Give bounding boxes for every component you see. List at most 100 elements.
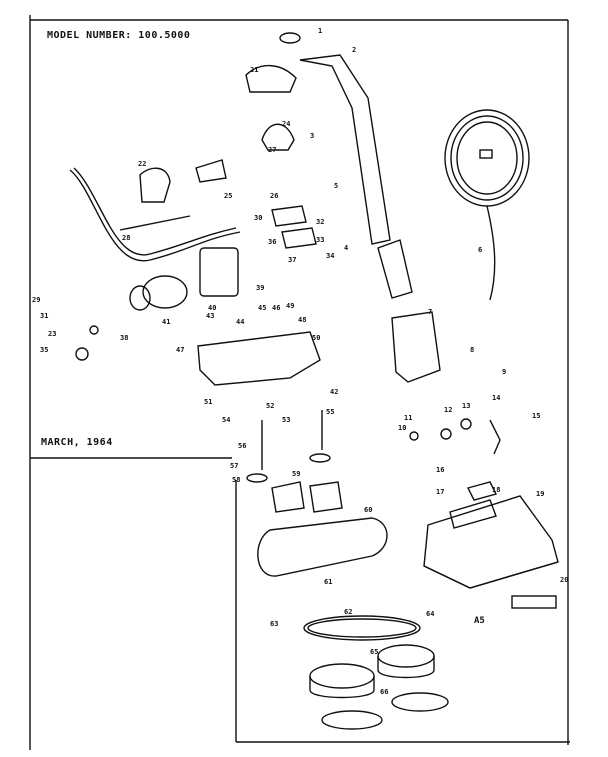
callout-13: 13 xyxy=(462,402,470,410)
callout-5: 5 xyxy=(334,182,338,190)
motor-hood xyxy=(423,495,559,589)
callout-2: 2 xyxy=(352,46,356,54)
callout-12: 12 xyxy=(444,406,452,414)
callout-59: 59 xyxy=(292,470,300,478)
fastener-10 xyxy=(409,431,419,441)
callout-24: 24 xyxy=(282,120,290,128)
gear-housing xyxy=(197,331,321,386)
callout-30: 30 xyxy=(254,214,262,222)
callout-10: 10 xyxy=(398,424,406,432)
shaft-washer-right xyxy=(309,453,331,463)
nameplate xyxy=(511,595,557,609)
washer-plate-upper xyxy=(271,205,307,227)
callout-31: 31 xyxy=(40,312,48,320)
spring-clip xyxy=(489,419,501,455)
callout-6: 6 xyxy=(478,246,482,254)
callout-36: 36 xyxy=(268,238,276,246)
power-cord-coil xyxy=(444,109,530,301)
callout-33: 33 xyxy=(316,236,324,244)
callout-43: 43 xyxy=(206,312,214,320)
lower-tube xyxy=(377,239,413,299)
callout-7: 7 xyxy=(428,308,432,316)
callout-8: 8 xyxy=(470,346,474,354)
callout-66: 66 xyxy=(380,688,388,696)
spring-23 xyxy=(75,347,89,361)
callout-48: 48 xyxy=(298,316,306,324)
callout-52: 52 xyxy=(266,402,274,410)
callout-21: 21 xyxy=(250,66,258,74)
callout-55: 55 xyxy=(326,408,334,416)
callout-39: 39 xyxy=(256,284,264,292)
callout-4: 4 xyxy=(344,244,348,252)
callout-57: 57 xyxy=(230,462,238,470)
callout-58: 58 xyxy=(232,476,240,484)
handle-tube xyxy=(279,32,391,245)
polishing-pad-left xyxy=(321,710,383,730)
callout-23: 23 xyxy=(48,330,56,338)
callout-20: 20 xyxy=(560,576,568,584)
polishing-pad-right xyxy=(391,692,449,712)
latch-17 xyxy=(466,481,498,501)
callout-29: 29 xyxy=(32,296,40,304)
motor-cable xyxy=(69,169,241,262)
callout-62: 62 xyxy=(344,608,352,616)
model-number-heading: MODEL NUMBER: 100.5000 xyxy=(47,30,191,41)
shaft-washer xyxy=(246,473,268,483)
callout-49: 49 xyxy=(286,302,294,310)
callout-42: 42 xyxy=(330,388,338,396)
callout-19: 19 xyxy=(536,490,544,498)
callout-26: 26 xyxy=(270,192,278,200)
callout-18: 18 xyxy=(492,486,500,494)
callout-11: 11 xyxy=(404,414,412,422)
callout-numbers: 1 2 3 4 5 6 7 8 9 10 11 12 13 14 15 16 1… xyxy=(32,27,568,696)
diagram-code-label: A5 xyxy=(474,616,485,626)
base-plate xyxy=(257,517,388,577)
callout-47: 47 xyxy=(176,346,184,354)
callout-3: 3 xyxy=(310,132,314,140)
callout-34: 34 xyxy=(326,252,334,260)
callout-56: 56 xyxy=(238,442,246,450)
callout-41: 41 xyxy=(162,318,170,326)
callout-64: 64 xyxy=(426,610,434,618)
motor-cable-inner xyxy=(73,167,237,256)
drive-belt xyxy=(303,615,421,641)
callout-16: 16 xyxy=(436,466,444,474)
callout-1: 1 xyxy=(318,27,322,35)
callout-63: 63 xyxy=(270,620,278,628)
callout-46: 46 xyxy=(272,304,280,312)
handle-grip xyxy=(391,311,441,383)
scrub-brush-left xyxy=(309,663,375,699)
callout-38: 38 xyxy=(120,334,128,342)
brush-socket-right xyxy=(309,481,343,513)
callout-51: 51 xyxy=(204,398,212,406)
rod xyxy=(119,215,191,231)
callout-45: 45 xyxy=(258,304,266,312)
callout-9: 9 xyxy=(502,368,506,376)
washer-plate-lower xyxy=(281,227,317,249)
top-guard xyxy=(245,64,297,93)
callout-14: 14 xyxy=(492,394,500,402)
fastener-13 xyxy=(460,418,472,430)
callout-22: 22 xyxy=(138,160,146,168)
callout-65: 65 xyxy=(370,648,378,656)
callout-27: 27 xyxy=(268,146,276,154)
callout-35: 35 xyxy=(40,346,48,354)
callout-37: 37 xyxy=(288,256,296,264)
callout-25: 25 xyxy=(224,192,232,200)
motor-cover-small xyxy=(139,167,171,203)
bracket-plate xyxy=(195,159,227,183)
callout-15: 15 xyxy=(532,412,540,420)
cord-clamp xyxy=(261,123,295,151)
callout-40: 40 xyxy=(208,304,216,312)
callout-28: 28 xyxy=(122,234,130,242)
motor-assembly xyxy=(129,247,239,311)
brush-socket-left xyxy=(271,481,305,513)
callout-60: 60 xyxy=(364,506,372,514)
callout-61: 61 xyxy=(324,578,332,586)
callout-50: 50 xyxy=(312,334,320,342)
callout-17: 17 xyxy=(436,488,444,496)
date-label: MARCH, 1964 xyxy=(41,437,113,448)
washer-24 xyxy=(89,325,99,335)
